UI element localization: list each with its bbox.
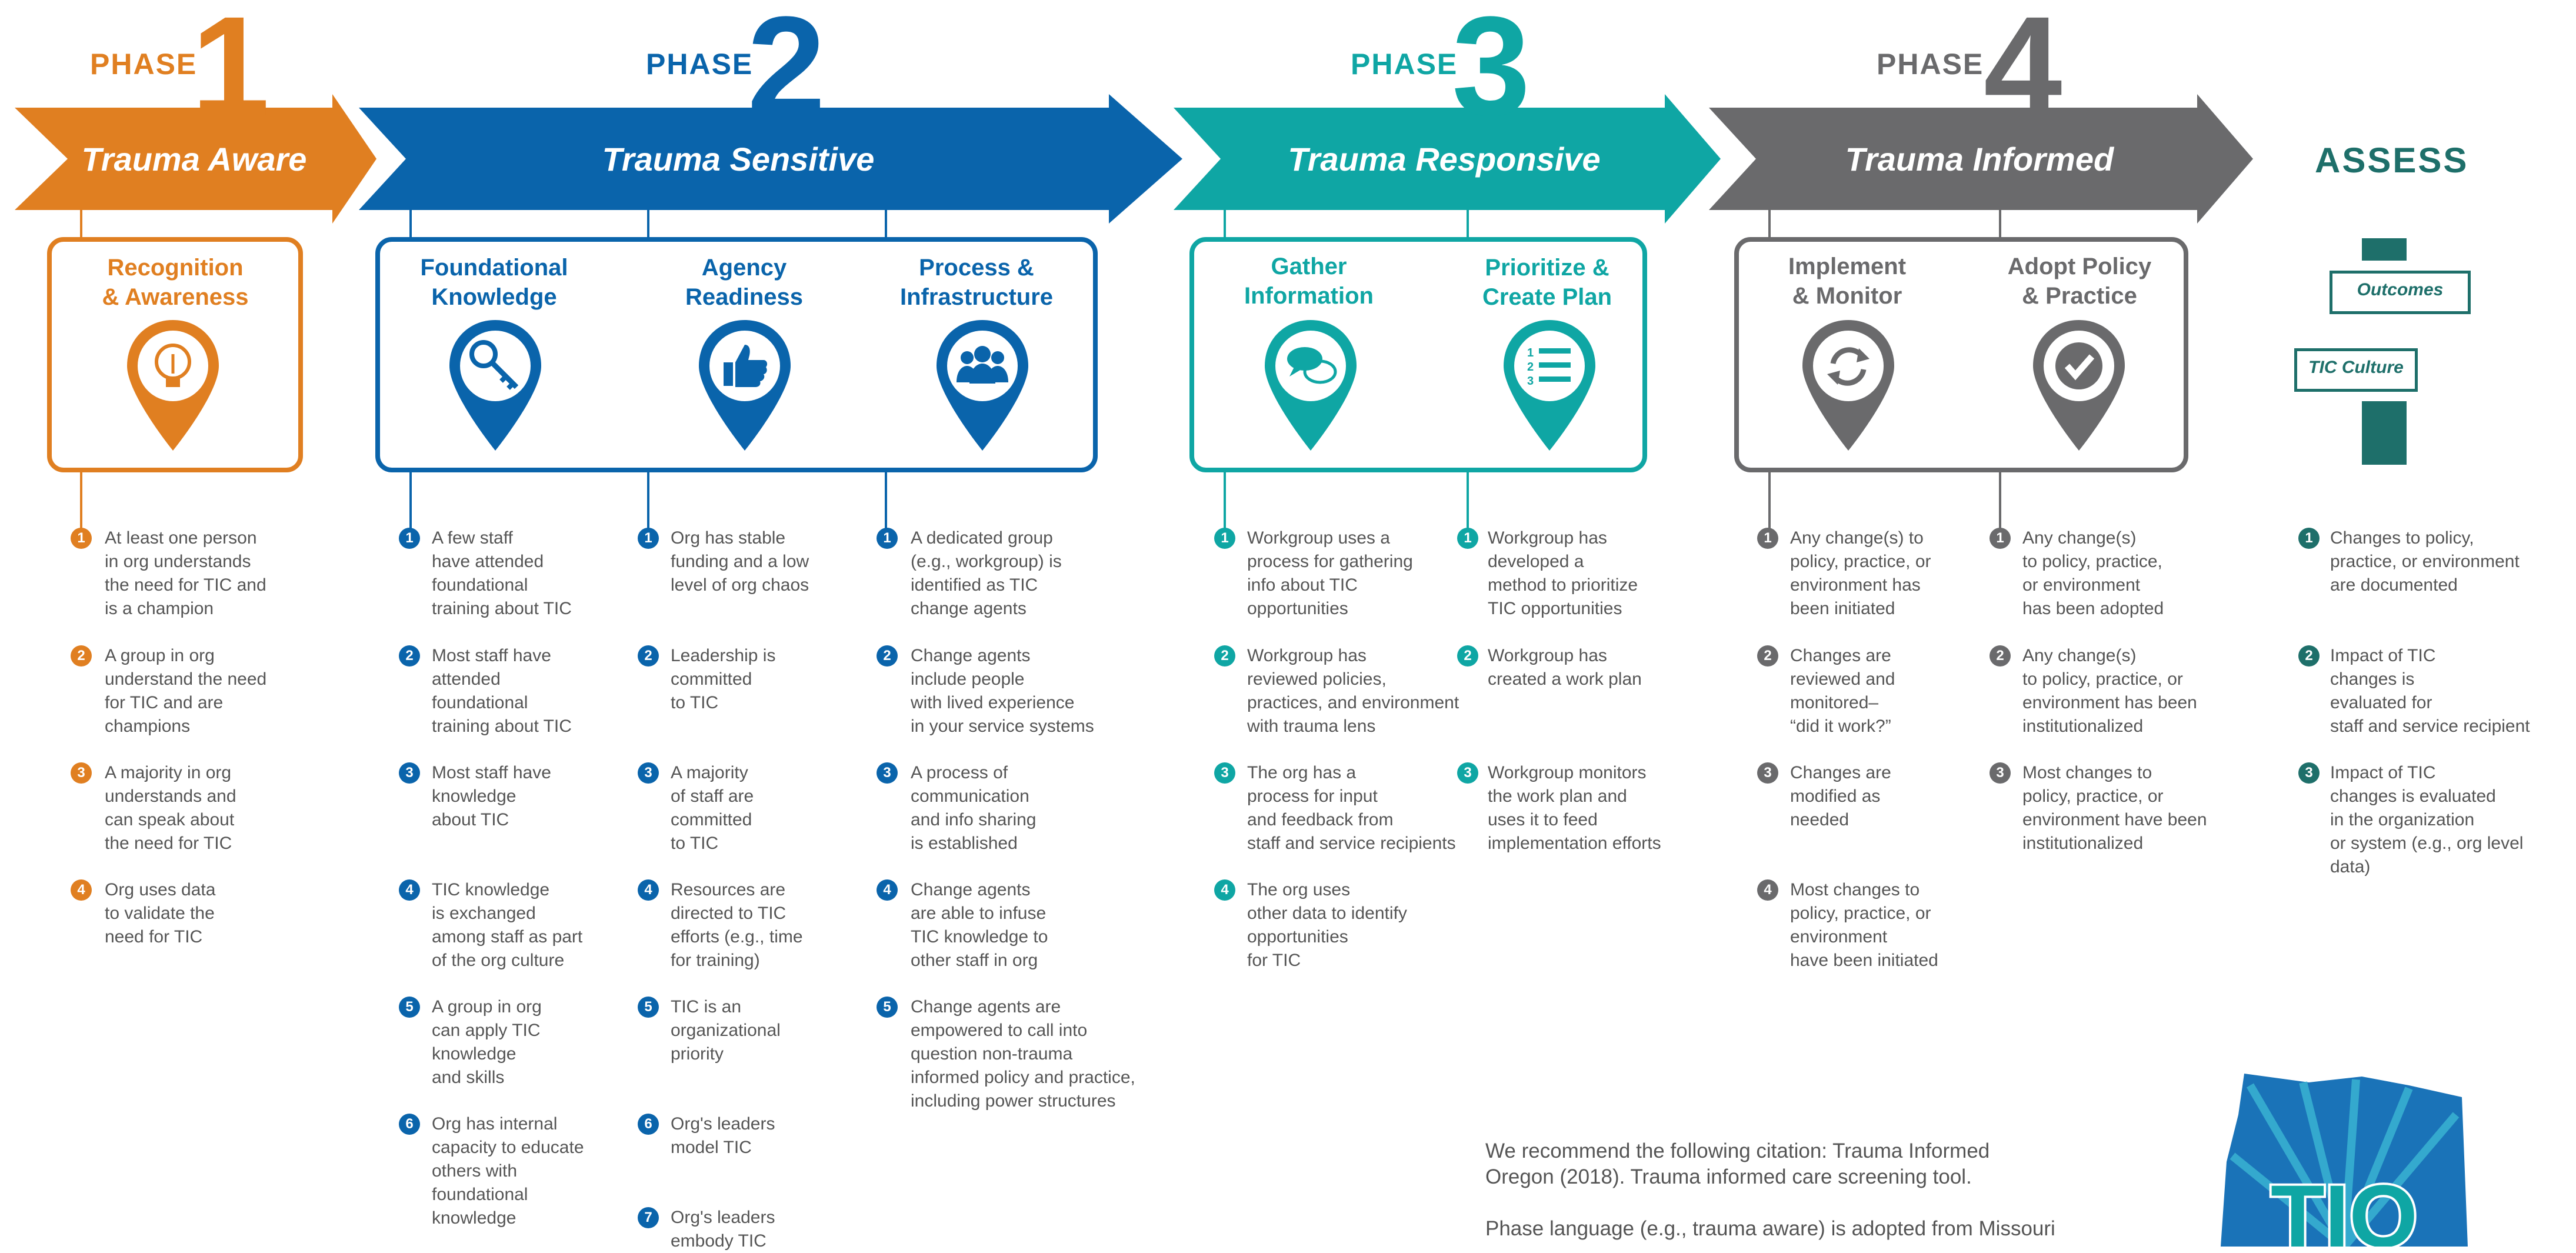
tio-logo: TIO (2221, 1074, 2468, 1247)
svg-text:3: 3 (1527, 375, 1534, 388)
phase-3-box (1189, 237, 1647, 472)
phase-1-arrow (15, 94, 376, 224)
phase-3-label: PHASE (1351, 48, 1458, 81)
phase-4-number: 4 (1984, 0, 2062, 145)
signpost-icon (2362, 238, 2407, 465)
svg-text:TIO: TIO (2271, 1167, 2418, 1247)
sign-outcomes: Outcomes (2330, 271, 2471, 314)
col-heading-prioritize: Prioritize &Create Plan (1482, 255, 1612, 310)
svg-text:1: 1 (1527, 346, 1534, 359)
phase-2-title: Trauma Sensitive (602, 141, 875, 178)
phase-3-title: Trauma Responsive (1288, 141, 1601, 178)
phase-4-label: PHASE (1877, 48, 1984, 81)
citation-text: We recommend the following citation: Tra… (1485, 1139, 2055, 1240)
people-icon (937, 320, 1028, 451)
phase-1-number: 1 (191, 0, 270, 145)
col-heading-implement: Implement& Monitor (1788, 254, 1907, 309)
thumbs-up-icon (699, 320, 791, 451)
phase-1-box (47, 237, 303, 472)
sign-tic-culture: TIC Culture (2294, 348, 2418, 392)
phase-2-box (375, 237, 1098, 472)
col-heading-adopt: Adopt Policy& Practice (2007, 254, 2152, 309)
col-heading-process: Process &Infrastructure (899, 255, 1054, 310)
phase-2-label: PHASE (646, 48, 754, 81)
phase-4-arrow (1709, 94, 2253, 224)
assess-title: ASSESS (2315, 141, 2469, 180)
refresh-icon (1802, 320, 1894, 451)
lightbulb-icon (127, 320, 219, 451)
phase-1-label: PHASE (90, 48, 198, 81)
numbered-list-icon: 1 2 3 (1504, 320, 1595, 451)
phase-4-title: Trauma Informed (1845, 141, 2114, 178)
phase-2-arrow (359, 94, 1182, 224)
phase-3-arrow (1174, 94, 1721, 224)
col-heading-recognition: Recognition& Awareness (102, 255, 249, 310)
phase-1-title: Trauma Aware (81, 141, 307, 178)
phase-3-number: 3 (1452, 0, 1531, 145)
key-icon (449, 320, 541, 451)
svg-text:2: 2 (1527, 361, 1534, 374)
phase-2-number: 2 (747, 0, 826, 145)
speech-bubbles-icon (1265, 320, 1357, 451)
phase-4-box (1734, 237, 2188, 472)
checkmark-icon (2033, 320, 2125, 451)
